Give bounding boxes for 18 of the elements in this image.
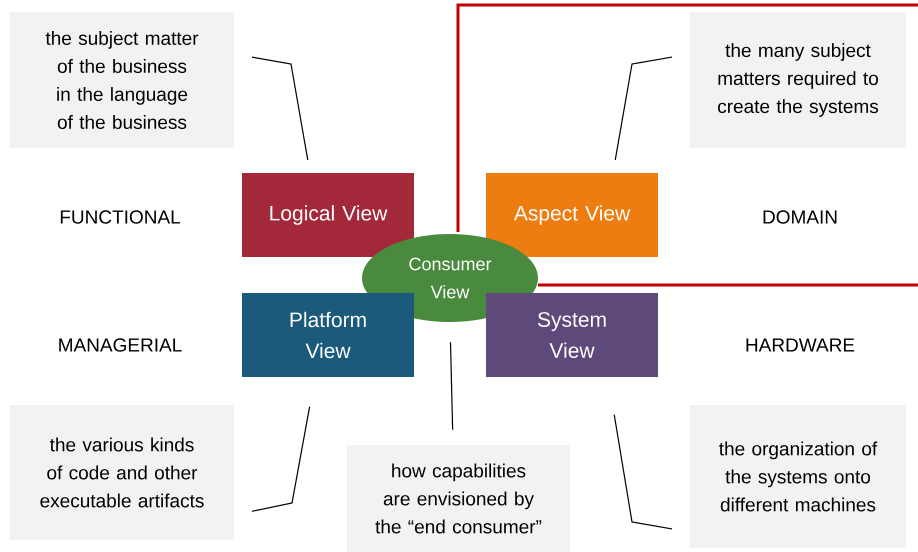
leader-line	[450, 342, 454, 430]
note-box: the subject matter of the business in the language of the business	[10, 12, 234, 148]
side-label: MANAGERIAL	[59, 338, 182, 352]
view-box: Aspect View	[486, 173, 658, 257]
leader-line	[252, 56, 308, 160]
note-box: the various kinds of code and other executable artifacts	[10, 405, 234, 540]
note-box: the many subject matters required to create the systems	[690, 12, 906, 148]
view-box: System View	[486, 293, 658, 377]
side-label: FUNCTIONAL	[60, 210, 180, 224]
leader-line	[252, 406, 310, 512]
side-label: HARDWARE	[746, 338, 854, 352]
leader-line	[614, 56, 672, 160]
note-box: how capabilities are envisioned by the “end consumer”	[347, 445, 570, 552]
view-box: Logical View	[242, 173, 414, 257]
leader-line	[614, 414, 672, 530]
note-box: the organization of the systems onto different machines	[690, 405, 906, 548]
side-label: DOMAIN	[764, 210, 836, 224]
view-box: Platform View	[242, 293, 414, 377]
